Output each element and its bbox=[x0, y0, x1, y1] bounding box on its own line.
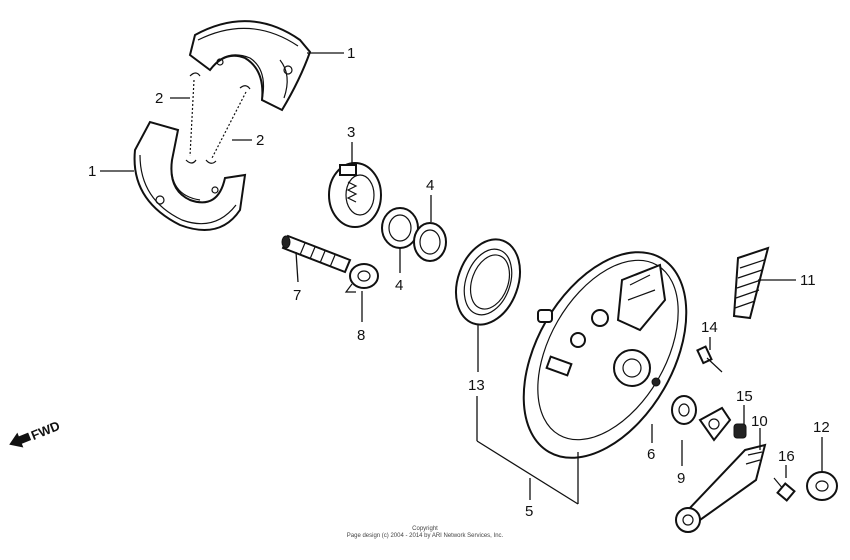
callout-11: 11 bbox=[800, 272, 816, 289]
nut-part-15[interactable] bbox=[733, 423, 747, 439]
leader-lines bbox=[100, 52, 823, 505]
callout-7: 7 bbox=[293, 287, 301, 304]
gear-part-3[interactable] bbox=[328, 162, 382, 228]
bolt-part-14[interactable] bbox=[696, 345, 723, 373]
callout-4b: 4 bbox=[395, 277, 403, 294]
callout-9: 9 bbox=[677, 470, 685, 487]
callout-2b: 2 bbox=[256, 132, 264, 149]
washer-part-6[interactable] bbox=[671, 395, 697, 425]
fwd-indicator: FWD bbox=[9, 418, 62, 448]
spring-left[interactable] bbox=[185, 72, 201, 164]
washer-part-4a[interactable] bbox=[381, 207, 419, 249]
washer-part-8[interactable] bbox=[344, 263, 379, 293]
bolt-part-16[interactable] bbox=[773, 477, 796, 502]
callout-13: 13 bbox=[468, 377, 485, 394]
callout-4a: 4 bbox=[426, 177, 434, 194]
spring-part-11[interactable] bbox=[732, 246, 770, 320]
callout-6: 6 bbox=[647, 446, 655, 463]
seal-part-13[interactable] bbox=[445, 230, 531, 333]
callout-5: 5 bbox=[525, 503, 533, 520]
callout-3: 3 bbox=[347, 124, 355, 141]
brake-arm-part-10[interactable] bbox=[675, 443, 767, 533]
shaft-part-7[interactable] bbox=[281, 234, 352, 274]
copyright-line1: Copyright bbox=[412, 526, 438, 532]
plate-part-9[interactable] bbox=[698, 406, 732, 442]
brake-panel-part-5[interactable] bbox=[490, 224, 720, 486]
callout-8: 8 bbox=[357, 327, 365, 344]
callout-1a: 1 bbox=[347, 45, 355, 62]
nut-part-12[interactable] bbox=[806, 471, 838, 501]
callout-16: 16 bbox=[778, 448, 795, 465]
callout-12: 12 bbox=[813, 419, 830, 436]
brake-shoe-lower[interactable] bbox=[133, 120, 247, 231]
washer-part-4b[interactable] bbox=[413, 222, 447, 262]
brake-shoe-upper[interactable] bbox=[188, 20, 312, 112]
callout-1b: 1 bbox=[88, 163, 96, 180]
callout-10: 10 bbox=[751, 413, 768, 430]
fwd-label: FWD bbox=[29, 418, 62, 443]
fwd-arrow-icon bbox=[9, 432, 32, 448]
copyright-notice: Copyright Page design (c) 2004 - 2014 by… bbox=[347, 526, 504, 539]
copyright-line2: Page design (c) 2004 - 2014 by ARI Netwo… bbox=[347, 533, 504, 539]
callout-2a: 2 bbox=[155, 90, 163, 107]
spring-right[interactable] bbox=[205, 85, 251, 164]
callout-14: 14 bbox=[701, 319, 718, 336]
callout-15: 15 bbox=[736, 388, 753, 405]
callout-labels: 1 1 2 2 3 4 4 5 6 7 8 9 10 11 12 13 14 1… bbox=[88, 45, 830, 520]
